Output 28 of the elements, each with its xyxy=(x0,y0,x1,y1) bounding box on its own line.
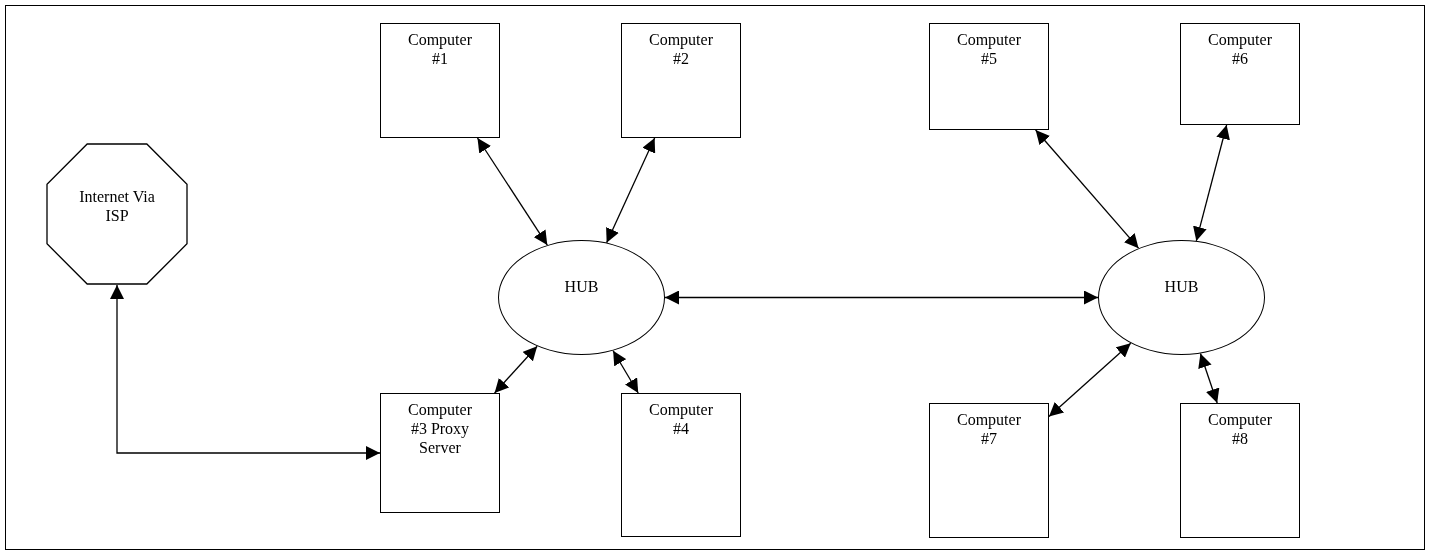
node-label: Computer #4 xyxy=(648,400,714,438)
double-arrow xyxy=(1034,129,1140,249)
double-arrow xyxy=(664,290,1099,305)
node-label: Computer #5 xyxy=(956,30,1022,68)
node-label: Computer #3 Proxy Server xyxy=(407,400,473,457)
computer-box xyxy=(621,23,741,138)
double-arrow xyxy=(1193,124,1230,242)
computer-box xyxy=(380,393,500,513)
double-arrow xyxy=(476,137,548,246)
double-arrow xyxy=(110,284,381,460)
double-arrow xyxy=(1048,342,1132,418)
computer-box xyxy=(929,23,1049,130)
node-label: Internet Via ISP xyxy=(78,187,156,225)
node-label: Computer #8 xyxy=(1207,410,1273,448)
computer-box xyxy=(929,403,1049,538)
double-arrow xyxy=(493,345,538,394)
computer-box xyxy=(621,393,741,537)
node-label: Computer #2 xyxy=(648,30,714,68)
double-arrow xyxy=(606,137,656,244)
double-arrow xyxy=(612,350,639,394)
node-label: Computer #6 xyxy=(1207,30,1273,68)
node-label: Computer #1 xyxy=(407,30,473,68)
computer-box xyxy=(1180,23,1300,125)
node-label: Computer #7 xyxy=(956,410,1022,448)
computer-box xyxy=(380,23,500,138)
computer-box xyxy=(1180,403,1300,538)
node-label: HUB xyxy=(564,277,599,296)
node-label: HUB xyxy=(1164,277,1199,296)
